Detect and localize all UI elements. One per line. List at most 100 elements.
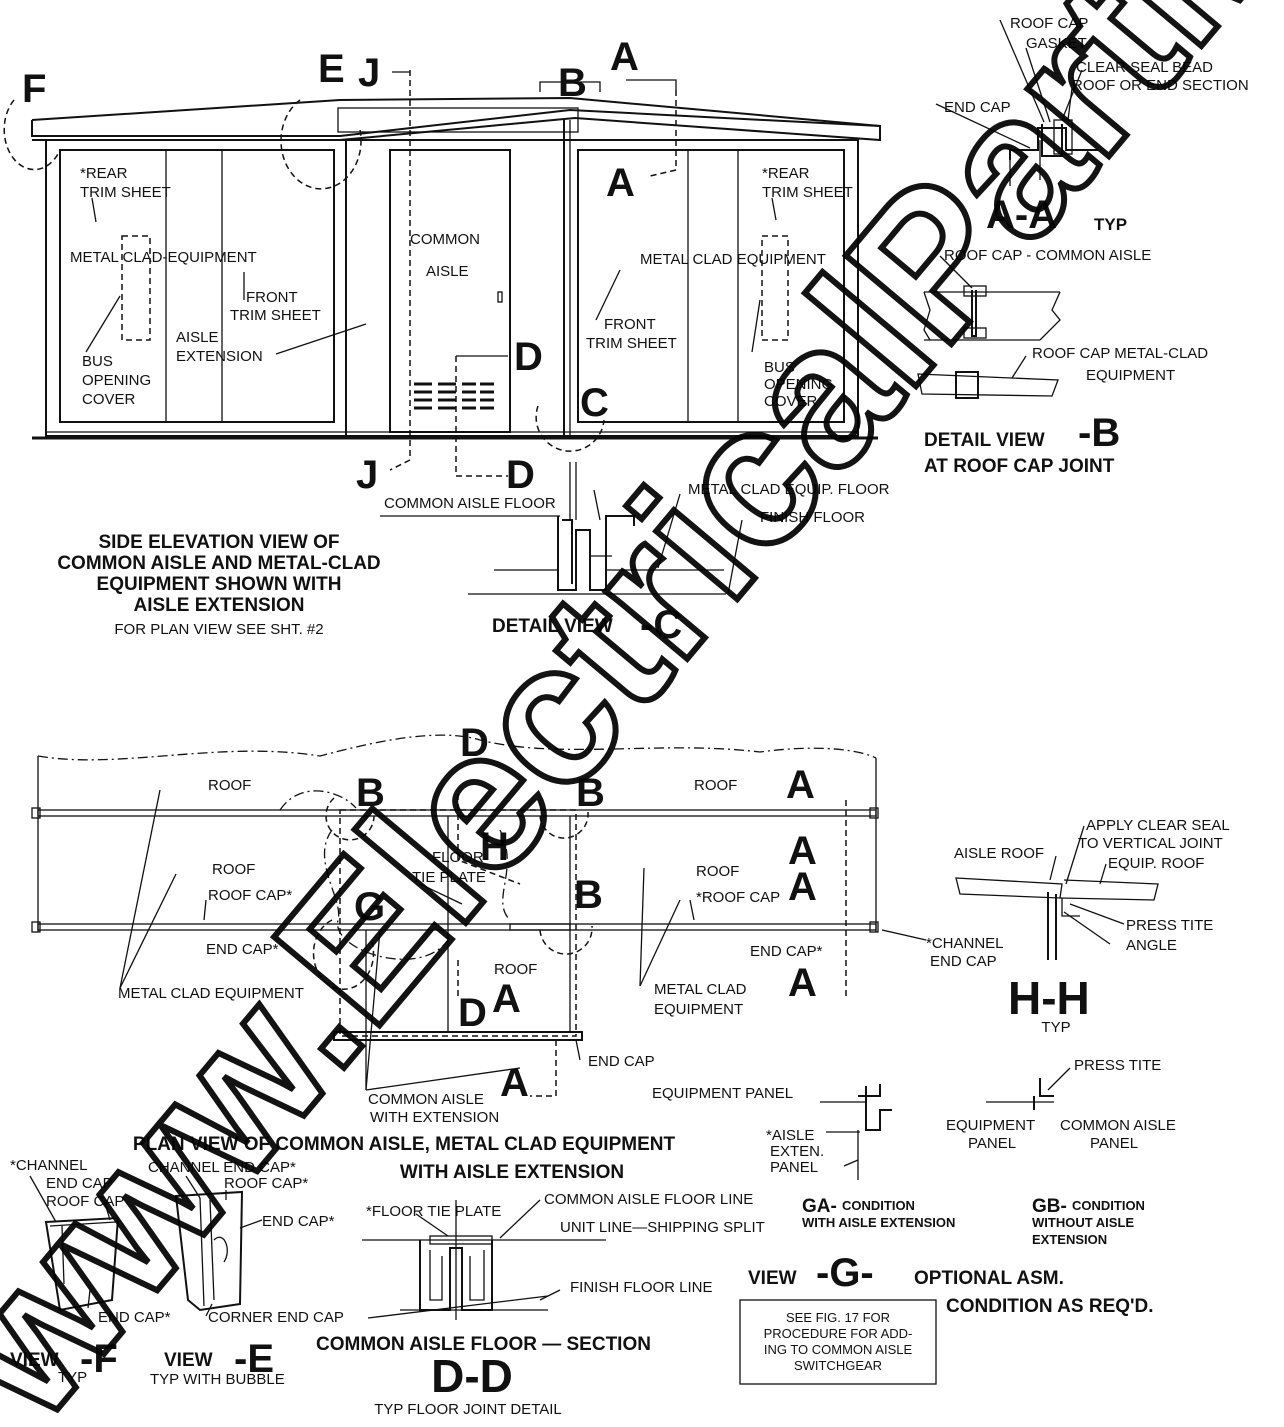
side-title-line3: EQUIPMENT SHOWN WITH: [97, 574, 342, 595]
apply-clear-seal-line1: APPLY CLEAR SEAL: [1086, 817, 1230, 834]
plan-callout-B-2: B: [576, 771, 605, 815]
channel-end-cap-line2: END CAP: [930, 953, 997, 970]
side-elevation-labels: *REAR TRIM SHEET METAL CLAD-EQUIPMENT FR…: [70, 165, 853, 410]
ga-aisle-ext-line1: *AISLE: [766, 1127, 814, 1144]
ga-text-line2: WITH AISLE EXTENSION: [802, 1215, 955, 1230]
plan-callout-A-2: A: [788, 829, 817, 873]
plan-callout-H-1: H: [480, 825, 509, 869]
plan-callout-D-2: D: [458, 991, 487, 1035]
plan-callout-B-1: B: [356, 771, 385, 815]
side-subtitle: FOR PLAN VIEW SEE SHT. #2: [114, 621, 323, 638]
callout-J-bottom: J: [356, 453, 378, 497]
detail-b-letter: -B: [1078, 411, 1120, 455]
detail-view-c: COMMON AISLE FLOOR METAL CLAD EQUIP. FLO…: [380, 462, 890, 647]
detail-b-title-line2: AT ROOF CAP JOINT: [924, 456, 1115, 477]
ga-aisle-ext-line3: PANEL: [770, 1159, 818, 1176]
roof-cap-metal-clad-line2: EQUIPMENT: [1086, 367, 1175, 384]
gb-press-tite-label: PRESS TITE: [1074, 1057, 1161, 1074]
plan-roof-cap-left: ROOF CAP*: [208, 887, 292, 904]
plan-title-line2: WITH AISLE EXTENSION: [400, 1162, 624, 1183]
e-end-cap-label: END CAP*: [262, 1213, 335, 1230]
e-roof-cap-label: ROOF CAP*: [224, 1175, 308, 1192]
view-g-caption-line1: OPTIONAL ASM.: [914, 1268, 1064, 1289]
detail-a-a: ROOF CAP GASKET CLEAR SEAL BEAD ROOF OR …: [935, 15, 1249, 237]
side-title-line4: AISLE EXTENSION: [133, 595, 304, 616]
plan-callout-A-5: A: [492, 977, 521, 1021]
roof-or-end-section-label: ROOF OR END SECTION: [1072, 77, 1249, 94]
dd-common-floor-line-label: COMMON AISLE FLOOR LINE: [544, 1191, 753, 1208]
note-line1: SEE FIG. 17 FOR: [786, 1310, 890, 1325]
dd-floor-tie-label: *FLOOR TIE PLATE: [366, 1203, 501, 1220]
gb-text-line1: CONDITION: [1072, 1198, 1145, 1213]
f-channel-line1: *CHANNEL: [10, 1157, 88, 1174]
section-a-a-title: A-A: [986, 193, 1057, 237]
section-dd-title: COMMON AISLE FLOOR — SECTION: [316, 1334, 651, 1355]
detail-b-title-line1: DETAIL VIEW: [924, 430, 1045, 451]
roof-cap-label: ROOF CAP: [1010, 15, 1088, 32]
view-f-letter: -F: [80, 1337, 118, 1381]
view-f-word: VIEW: [10, 1350, 59, 1371]
callout-F: F: [22, 67, 46, 111]
aisle-extension-line1: AISLE: [176, 329, 219, 346]
metal-clad-right-label: METAL CLAD EQUIPMENT: [640, 251, 826, 268]
gb-equipment-panel-line2: PANEL: [968, 1135, 1016, 1152]
f-end-cap-label: END CAP*: [98, 1309, 171, 1326]
plan-roof-label-1: ROOF: [208, 777, 251, 794]
section-dd-letters: D-D: [431, 1350, 513, 1402]
side-elevation-title: SIDE ELEVATION VIEW OF COMMON AISLE AND …: [57, 532, 380, 638]
clear-seal-bead-label: CLEAR SEAL BEAD: [1076, 59, 1213, 76]
ga-text-line1: CONDITION: [842, 1198, 915, 1213]
callout-A-mid: A: [606, 161, 635, 205]
view-g-letter: -G-: [816, 1251, 874, 1295]
plan-roof-label-4: ROOF: [696, 863, 739, 880]
bus-opening-left-line1: BUS: [82, 353, 113, 370]
finish-floor-label: FINISH FLOOR: [760, 509, 865, 526]
plan-view: ROOF ROOF ROOF ROOF ROOF FLOOR TIE PLATE…: [31, 734, 1004, 1126]
plan-roof-label-2: ROOF: [212, 861, 255, 878]
front-trim-left-line2: TRIM SHEET: [230, 307, 321, 324]
channel-end-cap-line1: *CHANNEL: [926, 935, 1004, 952]
plan-callout-D-1: D: [460, 721, 489, 765]
metal-clad-floor-label: METAL CLAD EQUIP. FLOOR: [688, 481, 890, 498]
view-e-letter: -E: [234, 1337, 274, 1381]
note-line2: PROCEDURE FOR ADD-: [764, 1326, 913, 1341]
roof-cap-metal-clad-line1: ROOF CAP METAL-CLAD: [1032, 345, 1208, 362]
gasket-label: GASKET: [1026, 35, 1087, 52]
apply-clear-seal-line2: TO VERTICAL JOINT: [1078, 835, 1223, 852]
plan-roof-cap-right: *ROOF CAP: [696, 889, 780, 906]
plan-roof-label-3: ROOF: [694, 777, 737, 794]
rear-trim-left-line2: TRIM SHEET: [80, 184, 171, 201]
side-elevation-view: [3, 70, 881, 477]
rear-trim-left-line1: *REAR: [80, 165, 128, 182]
plan-end-cap-right: END CAP*: [750, 943, 823, 960]
view-e-word: VIEW: [164, 1350, 213, 1371]
detail-c-title: DETAIL VIEW: [492, 616, 613, 637]
view-f: *CHANNEL END CAP ROOF CAP END CAP* VIEW …: [10, 1157, 171, 1386]
plan-view-title: PLAN VIEW OF COMMON AISLE, METAL CLAD EQ…: [133, 1134, 676, 1183]
callout-D-bottom: D: [506, 453, 535, 497]
front-trim-right-line1: FRONT: [604, 316, 656, 333]
view-f-typ: TYP: [58, 1369, 87, 1386]
plan-end-cap-left: END CAP*: [206, 941, 279, 958]
plan-title-line1: PLAN VIEW OF COMMON AISLE, METAL CLAD EQ…: [133, 1134, 676, 1155]
door-louver: [414, 382, 494, 410]
common-aisle-ext-line1: COMMON AISLE: [368, 1091, 484, 1108]
detail-c-letter: -C: [640, 603, 682, 647]
view-g: EQUIPMENT PANEL *AISLE EXTEN. PANEL PRES…: [652, 1057, 1176, 1385]
plan-callout-A-4: A: [788, 961, 817, 1005]
plan-end-cap-bottom: END CAP: [588, 1053, 655, 1070]
common-aisle-line2: AISLE: [426, 263, 469, 280]
detail-view-b: ROOF CAP - COMMON AISLE ROOF CAP METAL-C…: [917, 247, 1208, 477]
gb-text-line2: WITHOUT AISLE: [1032, 1215, 1134, 1230]
section-h-h-typ: TYP: [1041, 1019, 1070, 1036]
plan-metal-clad-left: METAL CLAD EQUIPMENT: [118, 985, 304, 1002]
bus-opening-right-line2: OPENING: [764, 376, 833, 393]
floor-tie-plate-line2: TIE PLATE: [412, 869, 486, 886]
note-line3: ING TO COMMON AISLE: [764, 1342, 913, 1357]
plan-roof-label-5: ROOF: [494, 961, 537, 978]
common-aisle-ext-line2: WITH EXTENSION: [370, 1109, 499, 1126]
plan-metal-clad-right-line2: EQUIPMENT: [654, 1001, 743, 1018]
rear-trim-right-line2: TRIM SHEET: [762, 184, 853, 201]
plan-callout-A-3: A: [788, 865, 817, 909]
